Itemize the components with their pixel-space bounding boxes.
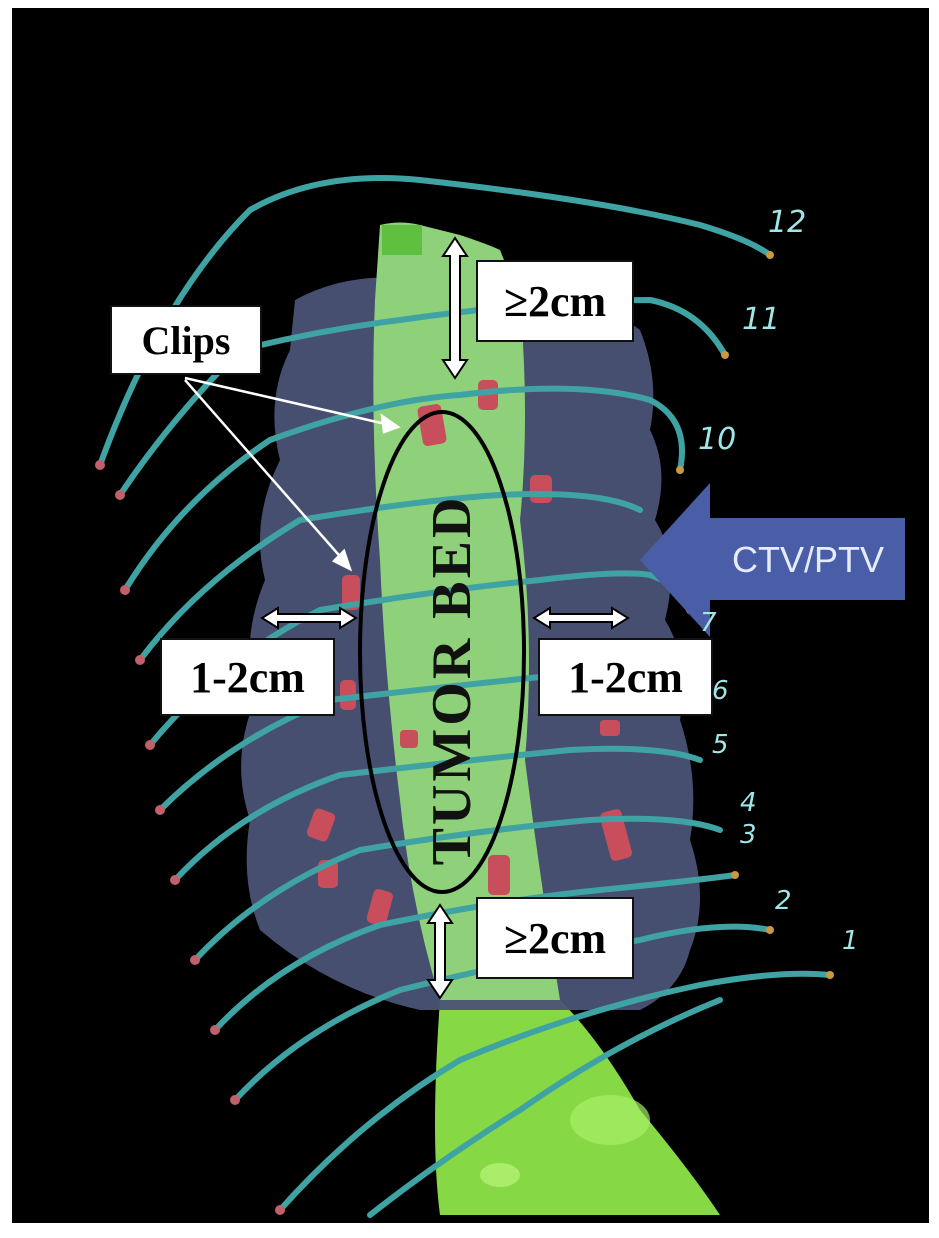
left-margin-label: 1-2cm xyxy=(190,652,305,703)
catheter-number-7: 7 xyxy=(700,610,717,636)
top-margin-label-box: ≥2cm xyxy=(476,260,634,342)
catheter-number-6: 6 xyxy=(712,678,729,704)
tumor-bed-label: TUMOR BED xyxy=(421,495,483,866)
bottom-margin-label: ≥2cm xyxy=(504,913,606,964)
right-margin-label: 1-2cm xyxy=(568,652,683,703)
catheter-number-4: 4 xyxy=(740,790,757,816)
clips-label: Clips xyxy=(142,317,231,364)
ctv-ptv-label: CTV/PTV xyxy=(732,539,884,580)
catheter-number-10: 10 xyxy=(698,425,736,455)
catheter-number-2: 2 xyxy=(775,888,792,914)
top-margin-label: ≥2cm xyxy=(504,276,606,327)
catheter-number-5: 5 xyxy=(712,732,729,758)
catheter-number-12: 12 xyxy=(768,208,806,238)
catheter-number-3: 3 xyxy=(740,822,757,848)
clips-label-box: Clips xyxy=(110,305,262,375)
left-margin-label-box: 1-2cm xyxy=(160,638,335,716)
catheter-number-11: 11 xyxy=(742,305,780,335)
bottom-margin-label-box: ≥2cm xyxy=(476,897,634,979)
right-margin-label-box: 1-2cm xyxy=(538,638,713,716)
catheter-number-1: 1 xyxy=(842,928,859,954)
